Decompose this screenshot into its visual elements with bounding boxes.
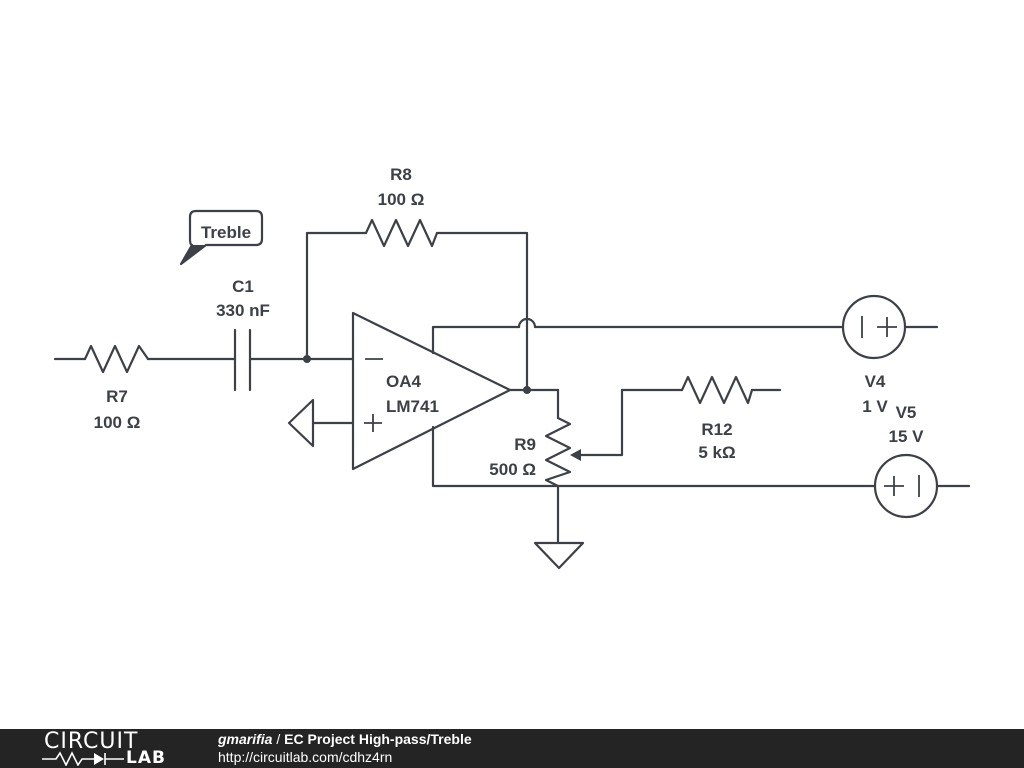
r8-value: 100 Ω: [378, 190, 425, 209]
r12-value: 5 kΩ: [698, 443, 735, 462]
r9-value: 500 Ω: [489, 460, 536, 479]
r7-name: R7: [106, 387, 128, 406]
v4-name: V4: [865, 372, 886, 391]
oa4-opamp[interactable]: [351, 311, 512, 471]
circuitlab-logo[interactable]: CIRCUIT LAB: [42, 730, 182, 768]
c1-capacitor[interactable]: [233, 328, 355, 392]
author-link[interactable]: gmarifia: [218, 731, 273, 747]
positive-supply-wire: [431, 317, 844, 355]
v5-name: V5: [896, 403, 917, 422]
callout-text: Treble: [201, 223, 251, 242]
v4-value: 1 V: [862, 397, 888, 416]
r12-resistor[interactable]: [620, 375, 782, 405]
r8-resistor[interactable]: [305, 218, 529, 392]
v4-voltage-source[interactable]: [841, 294, 939, 360]
title-separator: /: [272, 731, 285, 747]
v5-value: 15 V: [889, 427, 925, 446]
negative-supply-wire: [431, 425, 877, 488]
r8-name: R8: [390, 165, 412, 184]
circuit-schematic: R7 100 Ω C1 330 nF R8 100 Ω Treble OA4 L…: [53, 165, 971, 570]
output-node: [523, 386, 531, 394]
r9-name: R9: [514, 435, 536, 454]
r9-potentiometer[interactable]: [544, 388, 624, 545]
oa4-name: OA4: [386, 372, 422, 391]
project-url[interactable]: http://circuitlab.com/cdhz4rn: [218, 749, 393, 765]
oa4-value: LM741: [386, 397, 439, 416]
project-title[interactable]: EC Project High-pass/Treble: [284, 731, 472, 747]
logo-text-lab: LAB: [126, 748, 166, 768]
r7-resistor[interactable]: [53, 344, 237, 374]
footer-bar: CIRCUIT LAB gmarifia / EC Project High-p…: [0, 729, 1024, 768]
ground-symbol: [533, 541, 585, 570]
logo-wave-icon: [42, 751, 124, 766]
c1-value: 330 nF: [216, 301, 270, 320]
logo-text-circuit: CIRCUIT: [44, 729, 139, 754]
reference-symbol: [287, 398, 355, 448]
c1-name: C1: [232, 277, 254, 296]
r7-value: 100 Ω: [94, 413, 141, 432]
r12-name: R12: [701, 420, 732, 439]
footer-title: gmarifia / EC Project High-pass/Treble: [218, 731, 472, 748]
treble-callout[interactable]: [179, 209, 264, 266]
v5-voltage-source[interactable]: [873, 453, 971, 519]
